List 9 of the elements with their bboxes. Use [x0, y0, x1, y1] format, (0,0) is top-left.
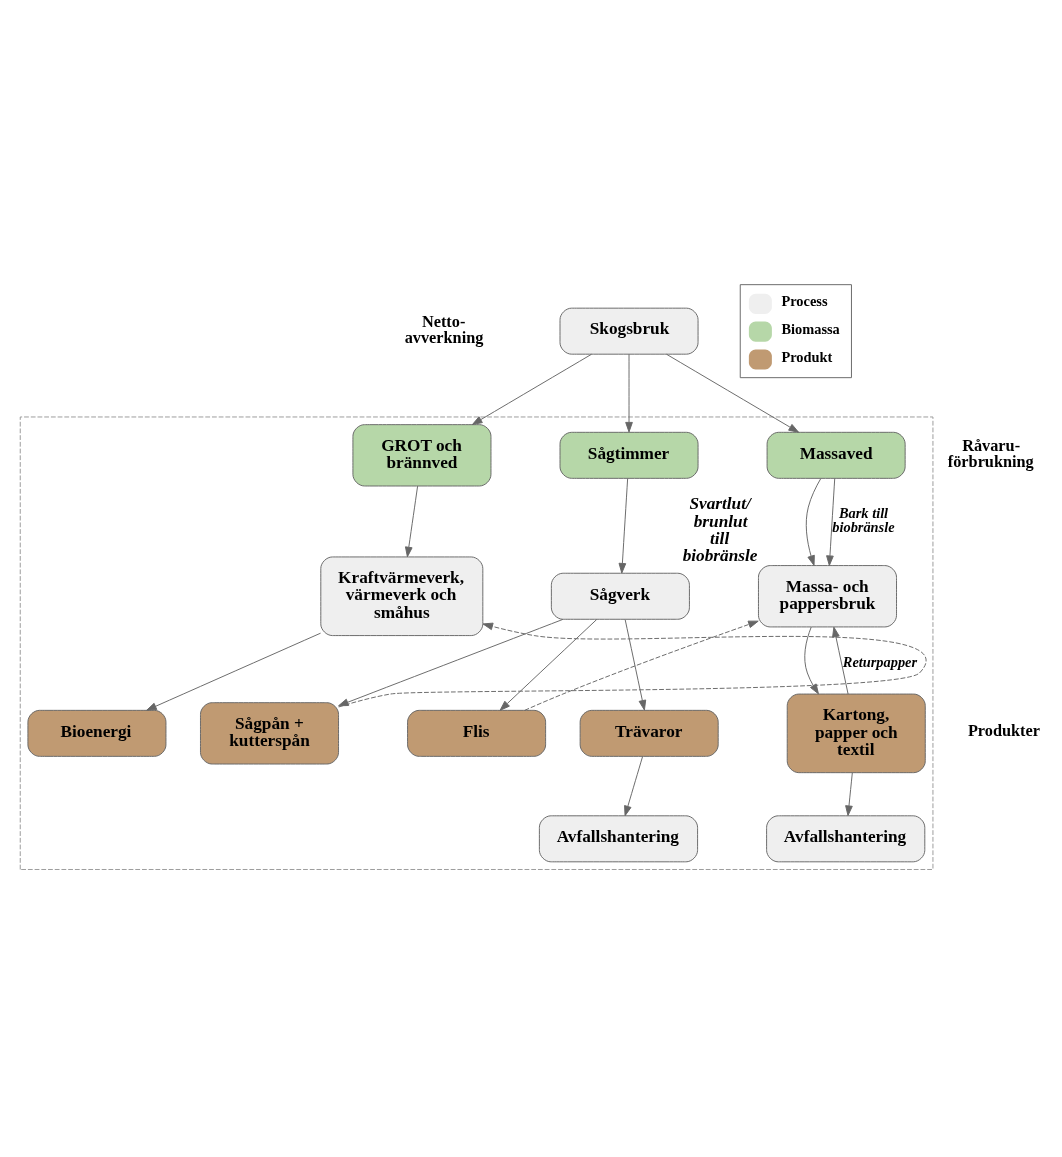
edge-label: Bark till biobränsle: [832, 504, 895, 535]
label: Produkter: [967, 720, 1040, 740]
legend-label: Produkt: [781, 348, 833, 365]
label: Netto- avverkning: [404, 311, 484, 347]
node-label: Svartlut/ brunlut till biobränsle: [682, 493, 758, 565]
label: Råvaru- förbrukning: [947, 435, 1034, 471]
legend-label: Biomassa: [781, 320, 840, 337]
edge-label: Returpapper: [842, 653, 918, 670]
legend-label: Process: [781, 292, 828, 309]
